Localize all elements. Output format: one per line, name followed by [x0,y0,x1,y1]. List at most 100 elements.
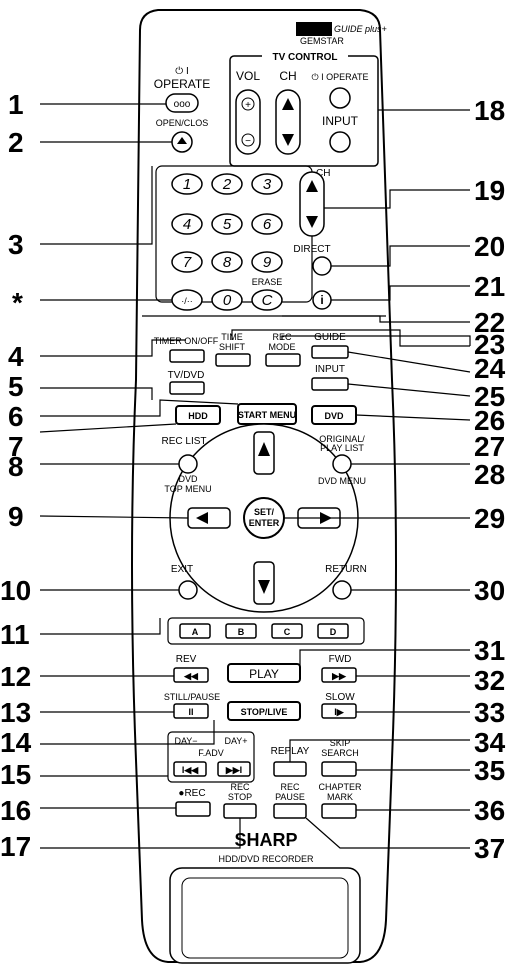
key-0[interactable] [211,289,243,311]
still-pause-button[interactable] [173,703,209,719]
svg-text:REV: REV [176,654,197,665]
ch-label: CH [279,69,296,83]
svg-text:FWD: FWD [329,654,352,665]
skip-search-button[interactable] [321,761,357,777]
key-3[interactable] [251,173,283,195]
svg-text:5: 5 [223,216,232,233]
svg-text:9: 9 [263,254,272,271]
numeric-keypad: 1 2 3 4 5 6 7 8 9 0 ·/·· C ERASE [171,173,283,311]
erase-c-button[interactable] [251,289,283,311]
timer-button[interactable] [169,349,205,363]
callout-25: 25 [474,381,505,412]
stop-live-button[interactable] [227,701,301,721]
callout-37: 37 [474,833,505,864]
tv-input-button[interactable] [329,131,351,153]
svg-text:STOP/LIVE: STOP/LIVE [241,707,288,717]
chapter-mark-button[interactable] [321,803,357,819]
svg-text:DAY+: DAY+ [224,736,247,746]
callout-8: 8 [8,451,24,482]
callout-24: 24 [474,353,506,384]
nav-left[interactable] [187,507,231,529]
timer-label: TIMER ON/OFF [154,336,219,346]
original-playlist-button[interactable] [332,454,352,474]
day-minus-button[interactable] [173,761,207,777]
return-button[interactable] [332,580,352,600]
ch2-label: CH [316,168,330,179]
svg-text:TOP MENU: TOP MENU [164,484,211,494]
callout-star: * [12,287,23,318]
key-9[interactable] [251,251,283,273]
brand-logo-text: GUIDE plus+ [334,24,387,34]
callout-26: 26 [474,405,505,436]
svg-text:7: 7 [183,254,192,271]
key-1[interactable] [171,173,203,195]
svg-text:RETURN: RETURN [325,564,367,575]
key-6[interactable] [251,213,283,235]
tv-dvd-button[interactable] [169,381,205,395]
callout-4: 4 [8,341,24,372]
svg-text:MARK: MARK [327,792,353,802]
svg-text:▶▶: ▶▶ [331,671,347,681]
input-label: INPUT [322,114,359,128]
rec-pause-button[interactable] [273,803,307,819]
color-button-c[interactable] [271,623,303,639]
callout-numbers-right: 18 19 20 21 22 23 24 25 26 27 28 29 30 3… [474,95,506,864]
key-5[interactable] [211,213,243,235]
color-button-b[interactable] [225,623,257,639]
callout-16: 16 [0,795,31,826]
input-button[interactable] [311,377,349,391]
svg-text:·/··: ·/·· [181,296,193,306]
replay-button[interactable] [273,761,307,777]
rec-stop-button[interactable] [223,803,257,819]
callout-10: 10 [0,575,31,606]
callout-3: 3 [8,229,24,260]
exit-button[interactable] [178,580,198,600]
svg-text:D: D [330,627,337,637]
callout-34: 34 [474,727,506,758]
svg-text:HDD: HDD [188,411,208,421]
key-2[interactable] [211,173,243,195]
fwd-button[interactable] [321,667,357,683]
guide-button[interactable] [311,345,349,359]
svg-text:II: II [188,707,193,717]
callout-23: 23 [474,329,505,360]
color-button-a[interactable] [179,623,211,639]
tv-channel-rocker[interactable] [275,89,301,155]
svg-text:◀◀: ◀◀ [183,671,199,681]
svg-text:REC: REC [280,782,300,792]
color-button-d[interactable] [317,623,349,639]
direct-label: DIRECT [293,244,330,255]
play-button[interactable] [227,663,301,683]
callout-numbers-left: 1 2 3 * 4 5 6 7 8 9 10 11 12 13 14 15 16… [0,89,32,862]
rev-button[interactable] [173,667,209,683]
day-plus-button[interactable] [217,761,251,777]
svg-text:SEARCH: SEARCH [321,748,359,758]
hdd-button[interactable] [175,405,221,425]
svg-text:+: + [245,100,251,111]
channel-rocker[interactable] [299,171,325,237]
key-8[interactable] [211,251,243,273]
rec-list-button[interactable] [178,454,198,474]
key-7[interactable] [171,251,203,273]
callout-2: 2 [8,127,24,158]
svg-text:A: A [192,627,199,637]
svg-text:ooo: ooo [174,99,191,110]
model-label: HDD/DVD RECORDER [218,854,314,864]
rec-button[interactable] [175,801,211,817]
svg-text:SKIP: SKIP [330,738,351,748]
svg-text:i: i [320,293,323,307]
slow-button[interactable] [321,703,357,719]
svg-text:DVD: DVD [324,411,344,421]
svg-text:0: 0 [223,292,232,309]
operate-button[interactable] [165,93,199,113]
tv-control-label: TV CONTROL [273,52,338,63]
direct-button[interactable] [312,256,332,276]
svg-text:PAUSE: PAUSE [275,792,305,802]
time-shift-button[interactable] [215,353,251,367]
tv-operate-button[interactable] [329,87,351,109]
callout-35: 35 [474,755,505,786]
svg-text:6: 6 [263,216,272,233]
rec-mode-button[interactable] [265,353,301,367]
svg-text:ENTER: ENTER [249,518,280,528]
key-4[interactable] [171,213,203,235]
